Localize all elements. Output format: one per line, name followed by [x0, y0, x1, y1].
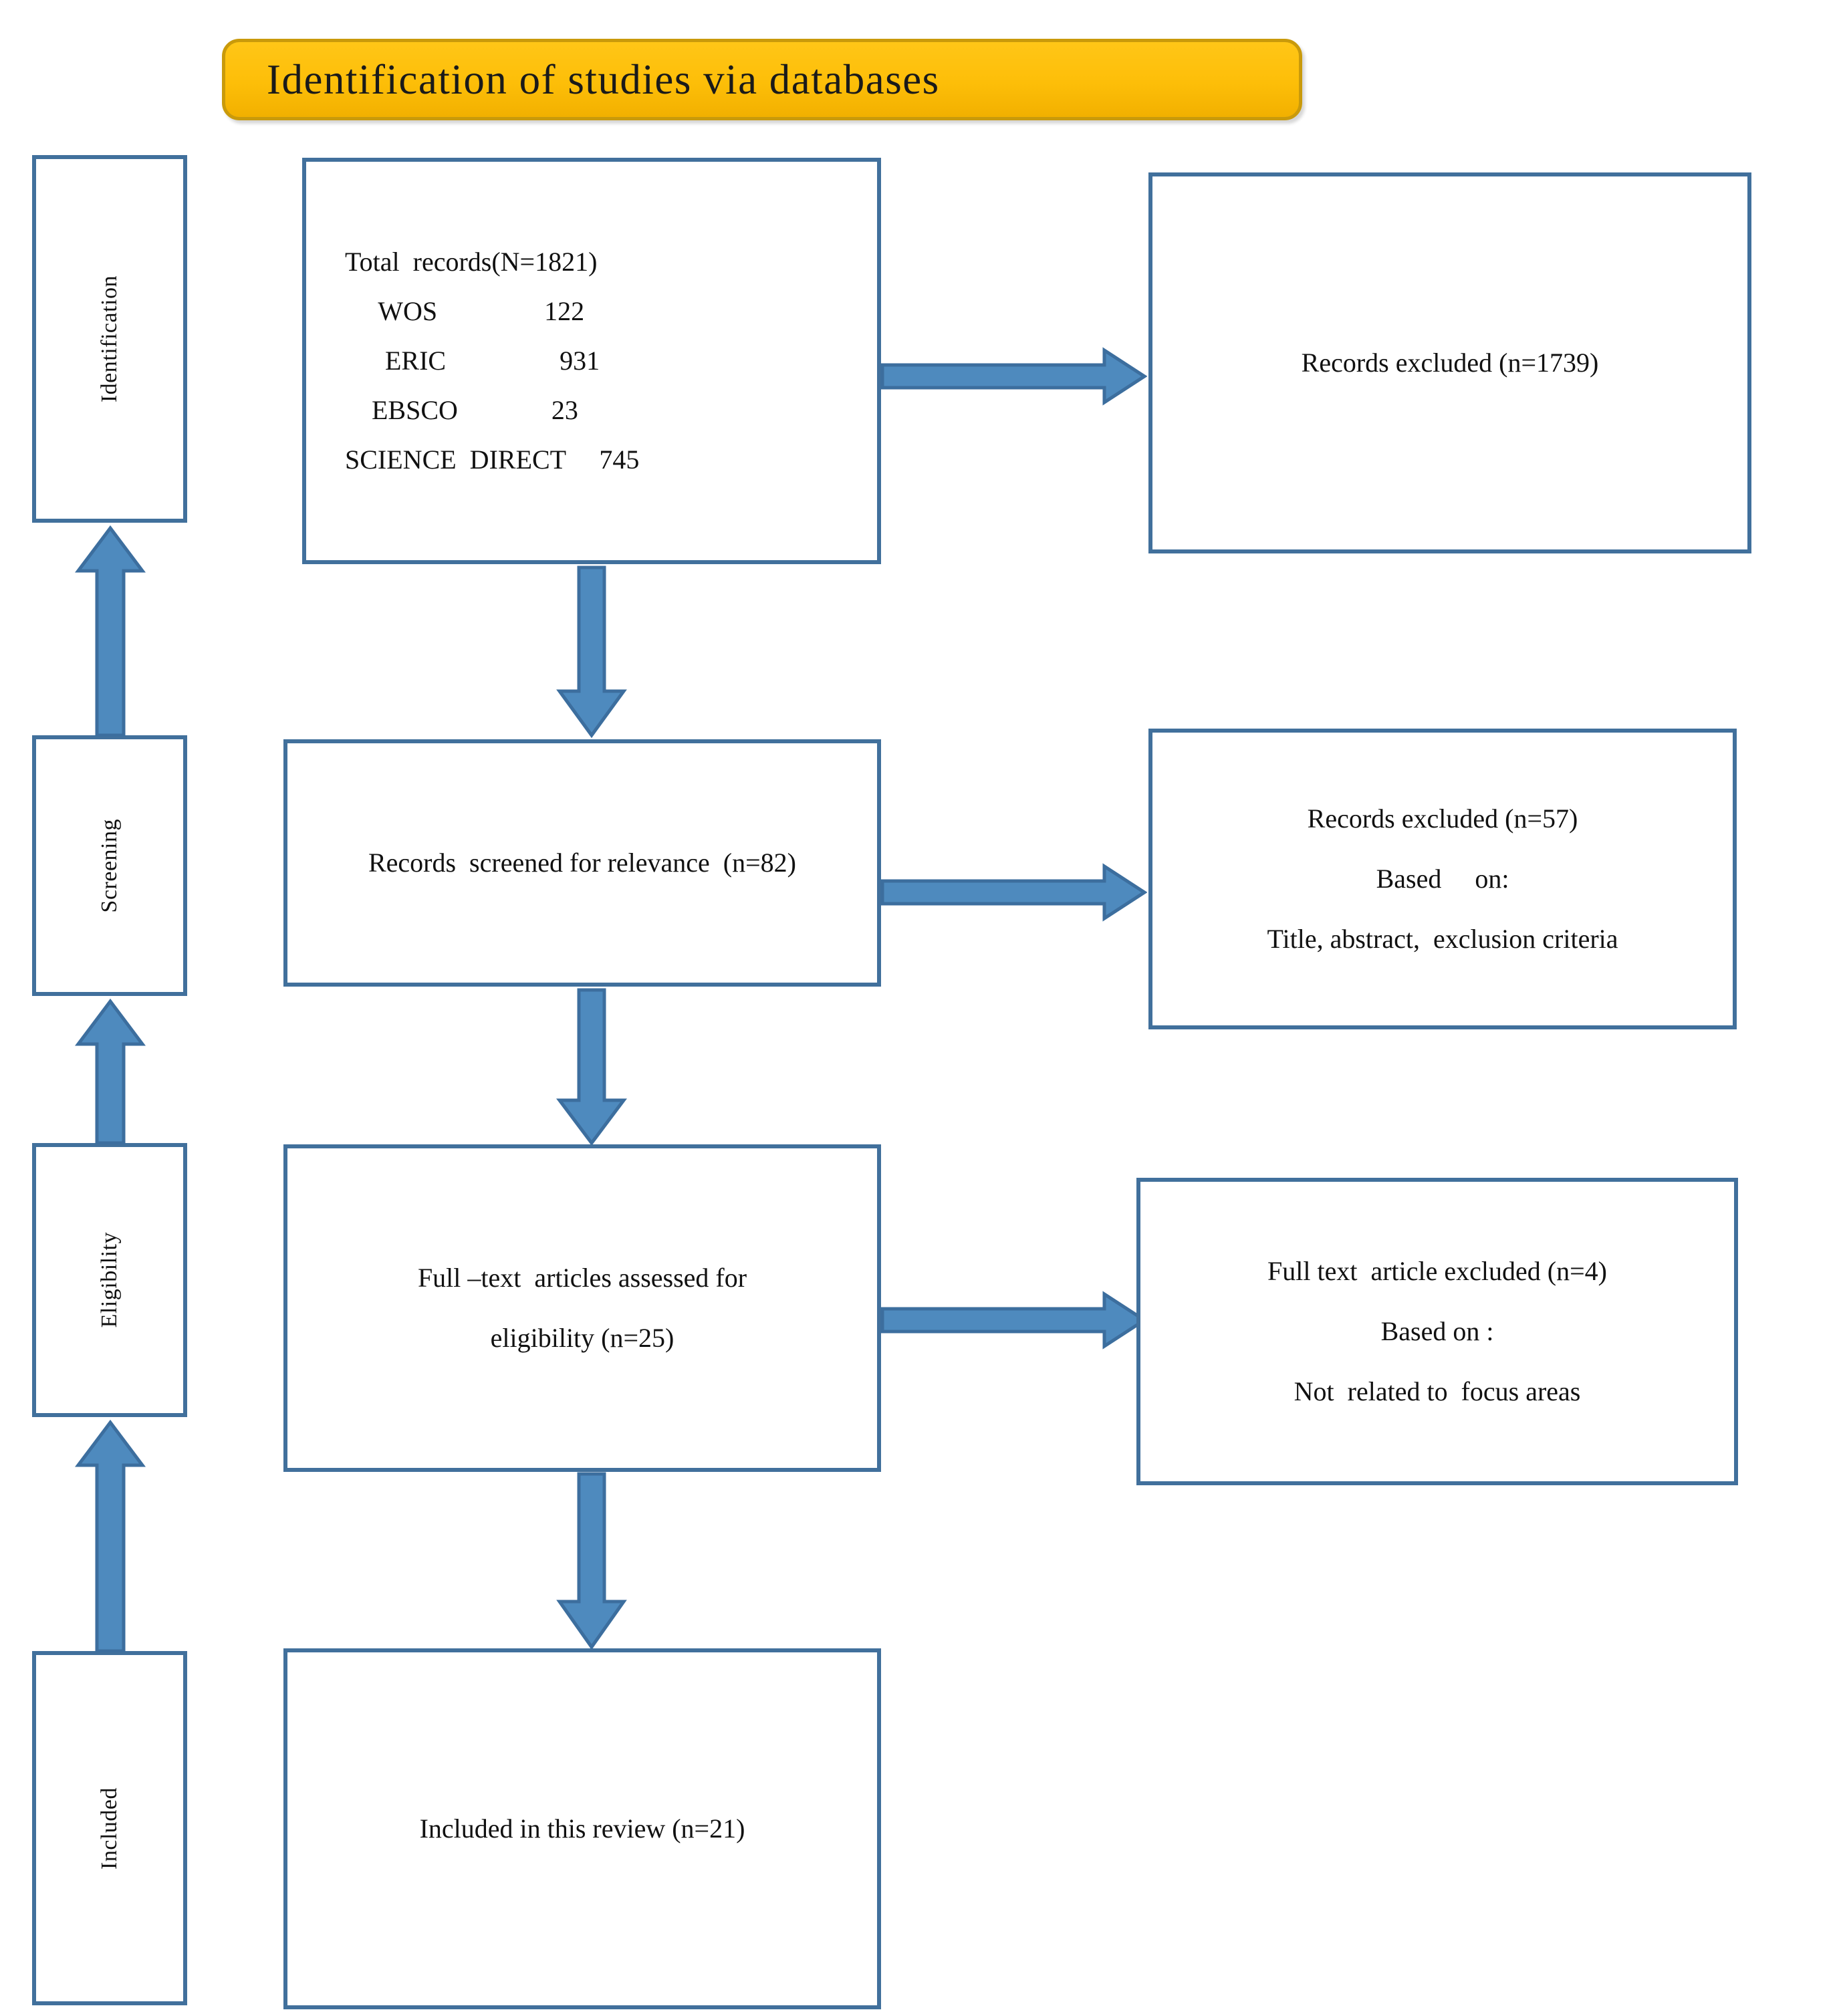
- arrow-right-icon-screening: [880, 863, 1147, 922]
- stage-label-eligibility: Eligibility: [97, 1232, 122, 1328]
- diagram-title-banner: Identification of studies via databases: [222, 39, 1302, 120]
- arrow-up-icon-screening: [75, 998, 146, 1144]
- arrow-down-icon-to-included: [556, 1472, 627, 1650]
- records-excluded-screening-based-on: Based on:: [1376, 864, 1509, 894]
- records-excluded-identification-text: Records excluded (n=1739): [1301, 348, 1599, 378]
- stage-box-screening: Screening: [32, 735, 187, 996]
- arrow-right-icon-identification: [880, 347, 1147, 406]
- records-excluded-screening-criteria: Title, abstract, exclusion criteria: [1267, 924, 1618, 954]
- stage-label-included: Included: [97, 1787, 122, 1870]
- full-text-excluded-based-on: Based on :: [1380, 1316, 1494, 1346]
- records-screened-box: Records screened for relevance (n=82): [283, 739, 881, 987]
- identification-line-ebsco: EBSCO 23: [345, 395, 578, 425]
- arrow-up-icon-identification: [75, 525, 146, 737]
- identification-line-total: Total records(N=1821): [345, 247, 598, 277]
- arrow-down-icon-to-screening: [556, 565, 627, 739]
- stage-label-identification: Identification: [97, 275, 122, 403]
- identification-line-wos: WOS 122: [345, 296, 585, 326]
- stage-box-included: Included: [32, 1651, 187, 2005]
- identification-records-box: Total records(N=1821) WOS 122 ERIC 931 E…: [302, 158, 881, 564]
- diagram-title-text: Identification of studies via databases: [267, 55, 940, 103]
- full-text-excluded-count: Full text article excluded (n=4): [1267, 1256, 1607, 1286]
- records-excluded-identification-box: Records excluded (n=1739): [1148, 172, 1751, 553]
- records-excluded-screening-count: Records excluded (n=57): [1307, 803, 1578, 834]
- stage-box-eligibility: Eligibility: [32, 1143, 187, 1417]
- identification-line-eric: ERIC 931: [345, 346, 600, 376]
- full-text-assessed-box: Full –text articles assessed for eligibi…: [283, 1144, 881, 1472]
- included-review-text: Included in this review (n=21): [419, 1813, 745, 1844]
- records-excluded-screening-box: Records excluded (n=57) Based on: Title,…: [1148, 729, 1737, 1029]
- full-text-assessed-line2: eligibility (n=25): [490, 1323, 674, 1353]
- stage-label-screening: Screening: [97, 818, 122, 913]
- records-screened-text: Records screened for relevance (n=82): [368, 848, 797, 878]
- included-review-box: Included in this review (n=21): [283, 1648, 881, 2009]
- full-text-excluded-box: Full text article excluded (n=4) Based o…: [1136, 1178, 1738, 1485]
- arrow-down-icon-to-eligibility: [556, 988, 627, 1146]
- arrow-up-icon-eligibility: [75, 1419, 146, 1652]
- full-text-assessed-line1: Full –text articles assessed for: [417, 1263, 747, 1293]
- stage-box-identification: Identification: [32, 155, 187, 523]
- full-text-excluded-reason: Not related to focus areas: [1294, 1376, 1581, 1406]
- identification-line-science-direct: SCIENCE DIRECT 745: [345, 445, 640, 475]
- arrow-right-icon-eligibility: [880, 1291, 1147, 1350]
